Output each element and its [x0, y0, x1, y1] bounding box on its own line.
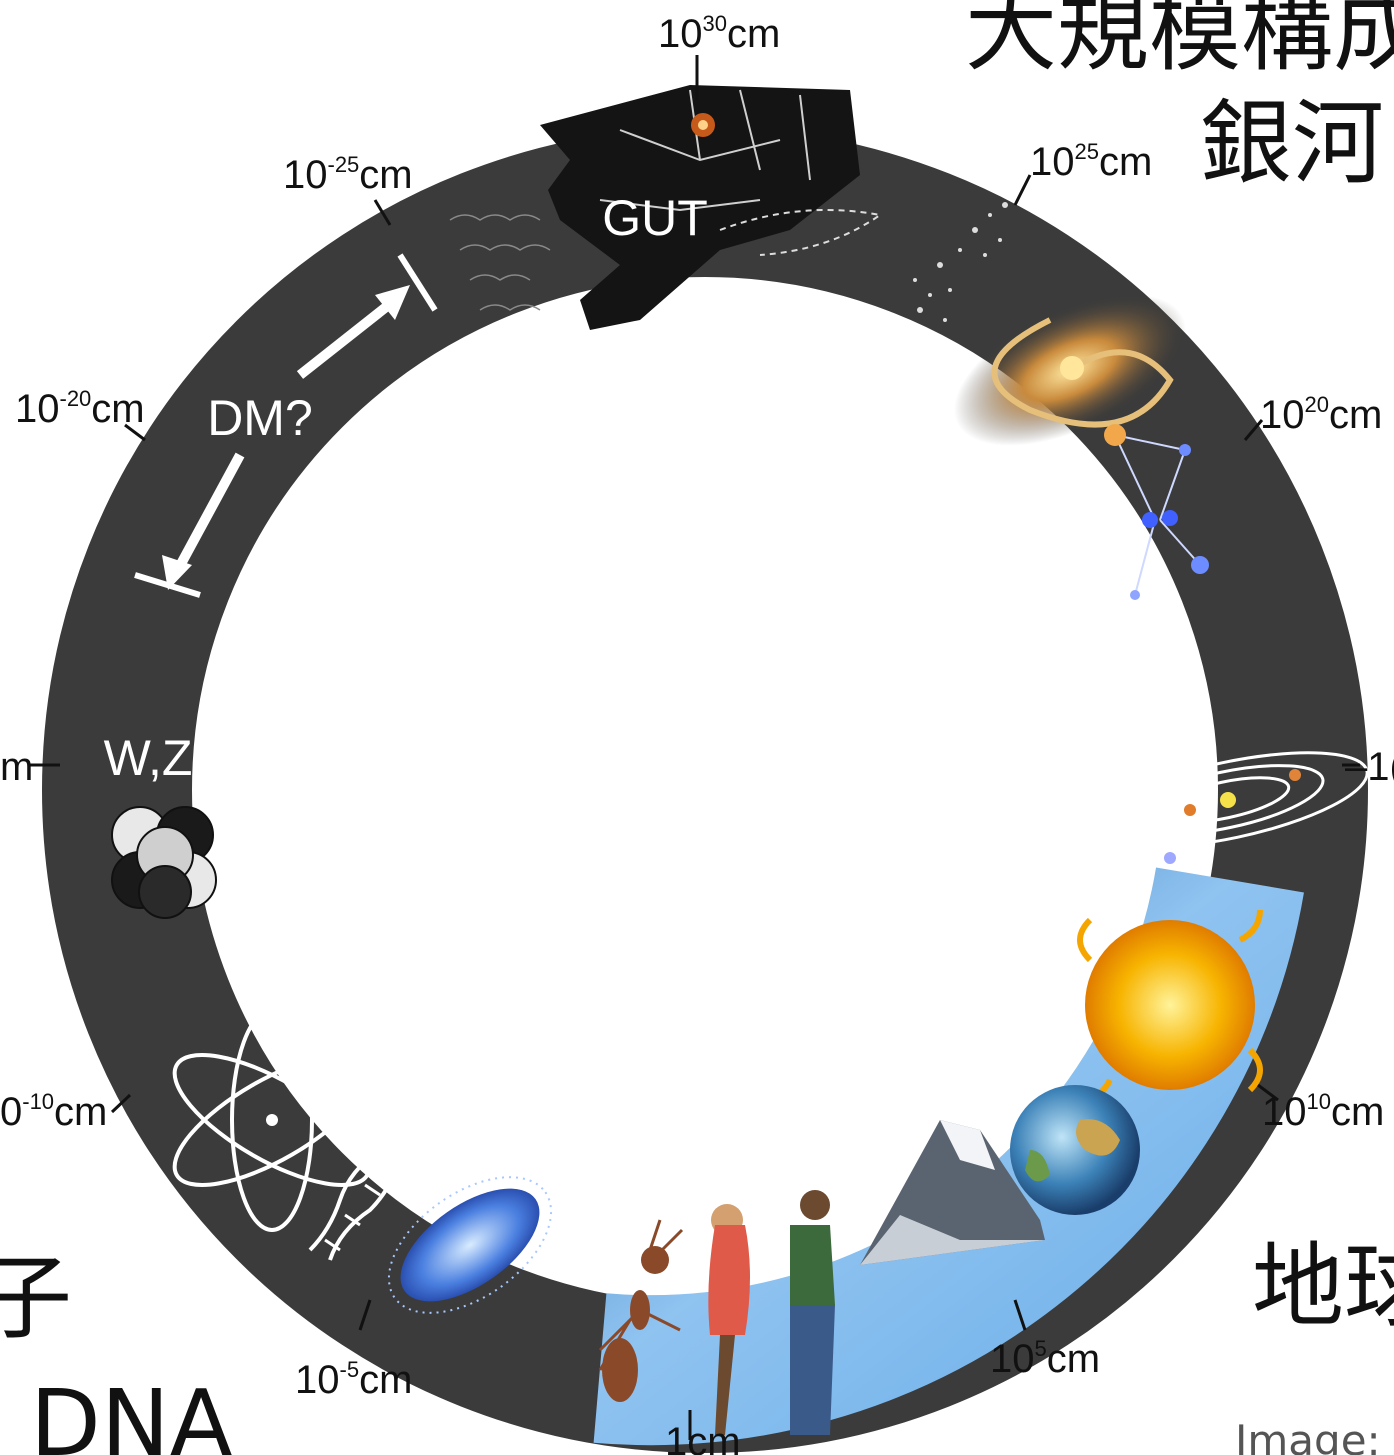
spiral-galaxy-icon: [953, 294, 1187, 446]
scale-label-10-minus-25: 10-25cm: [283, 152, 413, 197]
solar-system-icon: [1091, 751, 1369, 864]
dm-arrows: [134, 253, 438, 598]
snake-scales: [449, 214, 551, 311]
scale-label-1cm: 1cm: [665, 1420, 741, 1455]
bacterium-icon: [387, 1176, 553, 1314]
overlay-galaxy: 銀河: [1200, 90, 1384, 197]
scale-label-10-5: 105cm: [990, 1336, 1100, 1381]
overlay-earth: 地球: [1252, 1233, 1394, 1340]
snake-head-icon: [540, 85, 883, 330]
scale-label-10-15: –1(: [1345, 745, 1394, 789]
scale-label-10-minus-20: 10-20cm: [15, 386, 145, 431]
overlay-dna: DNA: [30, 1370, 233, 1455]
scale-label-10-25: 1025cm: [1030, 139, 1152, 184]
dm-label: DM?: [207, 390, 313, 446]
wz-label: W,Z: [104, 730, 193, 786]
gut-label: GUT: [602, 190, 708, 246]
image-credit: Image:: [1235, 1416, 1381, 1455]
nucleus-icon: [111, 806, 217, 919]
scale-label-10-minus-15: m: [0, 745, 33, 789]
dna-helix-icon: [308, 1118, 422, 1261]
overlay-atom-partial: 子: [0, 1245, 72, 1352]
ant-icon: [598, 1219, 684, 1402]
galaxy-cluster-icon: [913, 202, 1008, 322]
people-icon: [708, 1190, 835, 1435]
scale-label-10-minus-5: 10-5cm: [295, 1357, 412, 1402]
scale-label-10-minus-10: 0-10cm: [0, 1089, 107, 1134]
atom-icon: [172, 1008, 372, 1232]
mountain-icon: [860, 1120, 1045, 1265]
scale-label-10-10: 1010cm: [1262, 1089, 1384, 1134]
sun-icon: [1077, 909, 1263, 1103]
scale-label-10-30: 1030cm: [658, 11, 780, 56]
constellation-icon: [1104, 424, 1209, 600]
scale-label-10-20: 1020cm: [1260, 392, 1382, 437]
overlay-large-scale-structure: 大規模構成: [965, 0, 1394, 84]
scale-ticks: [30, 55, 1360, 1440]
earth-icon: [1010, 1085, 1140, 1215]
